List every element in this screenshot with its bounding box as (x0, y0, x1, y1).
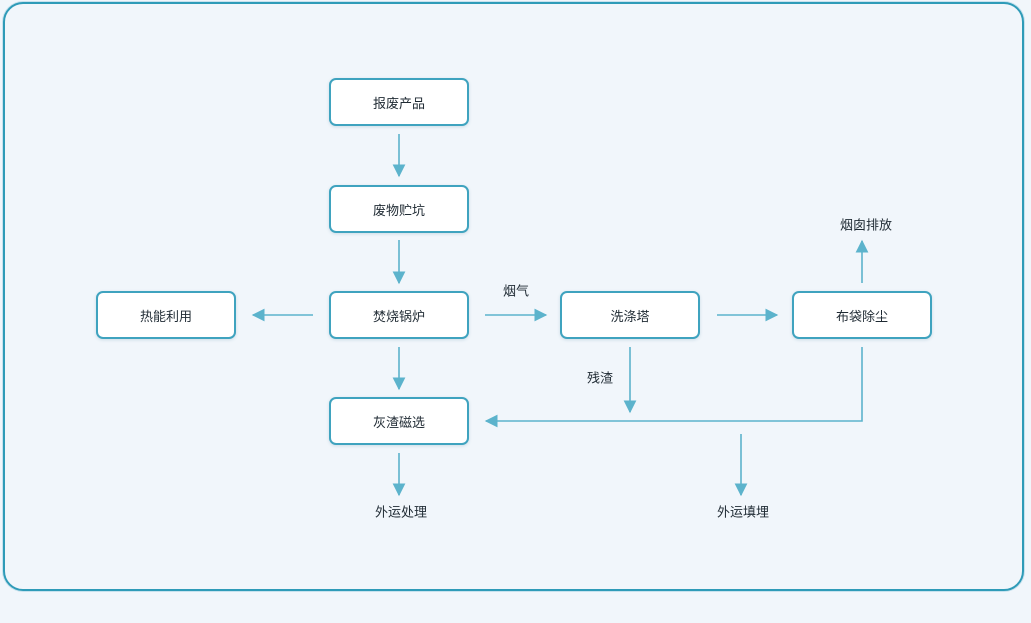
label-flue-gas: 烟气 (502, 284, 530, 300)
node-scrap-products: 报废产品 (329, 78, 469, 126)
node-scrubber: 洗涤塔 (560, 291, 700, 339)
label-external-disposal: 外运处理 (374, 505, 428, 521)
label-residue: 残渣 (586, 371, 614, 387)
label-external-landfill: 外运填埋 (716, 505, 770, 521)
label-chimney-discharge: 烟囱排放 (839, 218, 893, 234)
node-incineration-boiler: 焚烧锅炉 (329, 291, 469, 339)
node-heat-utilization: 热能利用 (96, 291, 236, 339)
node-bag-filter: 布袋除尘 (792, 291, 932, 339)
node-ash-magnetic-separation: 灰渣磁选 (329, 397, 469, 445)
edge-baghouse-to-ash (484, 347, 863, 428)
node-waste-pit: 废物贮坑 (329, 185, 469, 233)
